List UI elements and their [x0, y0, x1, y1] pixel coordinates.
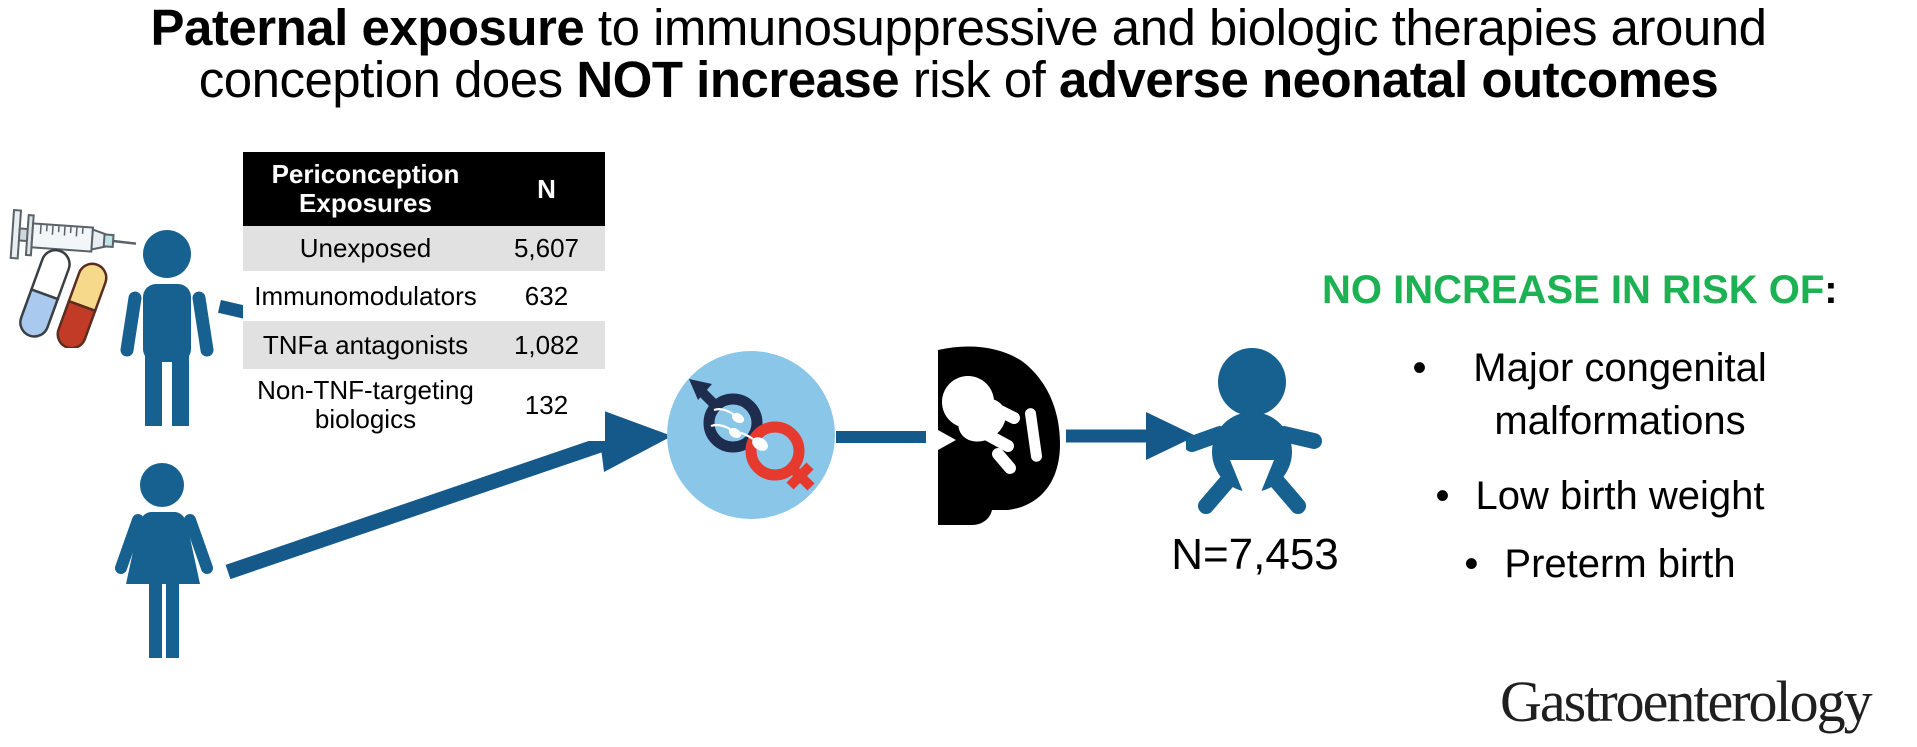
baby-diaper — [1230, 460, 1274, 498]
exposure-n: 5,607 — [513, 233, 580, 263]
table-header-exposures: Periconception Exposures — [271, 159, 460, 218]
table-header-row: Periconception Exposures N — [243, 152, 605, 226]
father-to-conception-dash — [218, 300, 250, 320]
pregnancy-icon — [938, 346, 1060, 525]
exposure-label: Immunomodulators — [254, 280, 477, 311]
mother-to-conception-arrow-shaft — [225, 435, 609, 580]
outcome-item-major-congenital-malformations: • Major congenital malformations — [1340, 342, 1860, 448]
male-symbol — [689, 379, 763, 453]
title-segment: to immunosuppressive and biologic therap… — [584, 0, 1767, 56]
capsule-blue — [19, 248, 71, 338]
pregnancy-to-baby-arrowhead — [1146, 412, 1196, 460]
journal-logo: Gastroenterology — [1500, 669, 1873, 734]
table-row: TNFa antagonists 1,082 — [243, 321, 605, 369]
outcome-text: Low birth weight — [1475, 474, 1765, 518]
no-increase-heading-text: NO INCREASE IN RISK OF — [1322, 268, 1825, 312]
title-line-1: Paternal exposure to immunosuppressive a… — [0, 2, 1917, 54]
syringe-icon — [9, 208, 137, 260]
no-increase-heading: NO INCREASE IN RISK OF: — [1322, 268, 1917, 313]
father-head — [143, 230, 191, 278]
title-segment: NOT increase — [576, 51, 900, 108]
exposure-n: 132 — [524, 389, 569, 420]
title-segment: Paternal exposure — [150, 0, 585, 56]
mother-head — [140, 463, 184, 507]
bullet-icon: • — [1464, 542, 1479, 586]
bullet-icon: • — [1435, 474, 1450, 518]
capsule-red — [56, 262, 108, 348]
table-header-n: N — [537, 173, 556, 204]
exposure-label: Non-TNF-targeting biologics — [257, 375, 474, 434]
conception-icon — [667, 351, 835, 519]
father-torso — [143, 284, 191, 362]
outcome-text: Major congenital malformations — [1473, 346, 1767, 443]
table-row: Non-TNF-targeting biologics 132 — [243, 369, 605, 441]
bullet-icon: • — [1412, 346, 1427, 390]
exposure-n: 1,082 — [513, 329, 580, 360]
conception-to-pregnancy-line — [836, 431, 926, 443]
baby-count-label: N=7,453 — [1171, 530, 1339, 579]
baby-head — [1218, 348, 1286, 416]
title-segment: risk of — [899, 51, 1060, 108]
exposure-n: 632 — [524, 280, 569, 311]
mother-icon — [115, 463, 213, 658]
table-row: Unexposed 5,607 — [243, 226, 605, 271]
periconception-exposure-table: Periconception Exposures N Unexposed 5,6… — [243, 152, 605, 441]
title-line-2: conception does NOT increase risk of adv… — [0, 54, 1917, 106]
title-segment: adverse neonatal outcomes — [1059, 51, 1719, 108]
mother-to-conception-arrowhead — [596, 408, 672, 472]
baby-icon — [1186, 348, 1322, 514]
outcome-text: Preterm birth — [1504, 542, 1736, 586]
mother-dress — [126, 512, 200, 584]
pills-icon — [19, 248, 108, 348]
heading-colon: : — [1824, 268, 1838, 312]
female-symbol — [745, 421, 815, 491]
exposure-label: Unexposed — [299, 233, 432, 263]
exposure-label: TNFa antagonists — [262, 329, 469, 360]
table-row: Immunomodulators 632 — [243, 271, 605, 321]
outcome-item-preterm-birth: • Preterm birth — [1340, 538, 1860, 591]
page-title: Paternal exposure to immunosuppressive a… — [0, 2, 1917, 106]
title-segment: conception does — [198, 51, 577, 108]
father-icon — [120, 230, 214, 426]
outcome-item-low-birth-weight: • Low birth weight — [1340, 470, 1860, 523]
